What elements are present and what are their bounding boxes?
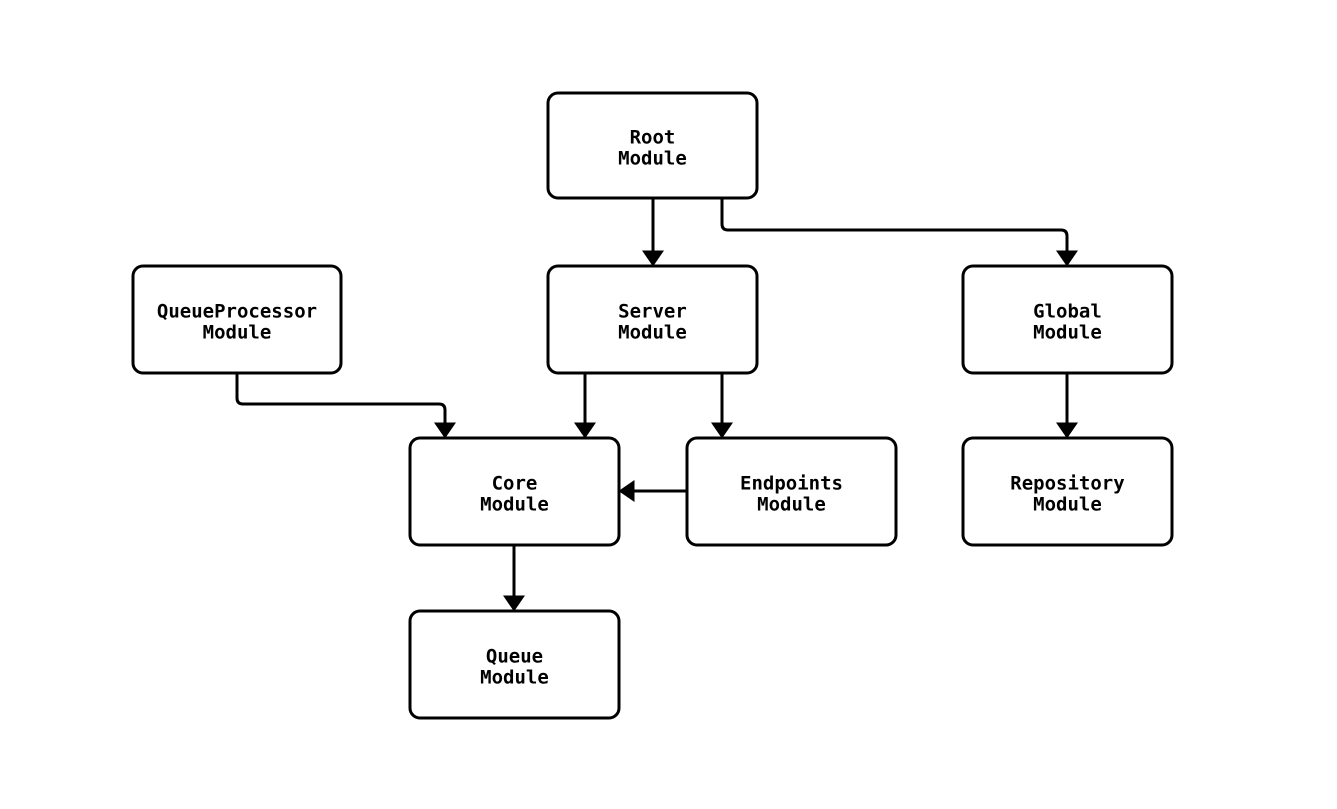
- node-box: [961, 436, 1174, 547]
- node-label-line1: Repository: [1010, 473, 1124, 495]
- node-label-line1: Root: [630, 127, 676, 149]
- node-label-line1: Queue: [486, 646, 543, 668]
- node-label-line2: Module: [1033, 322, 1102, 344]
- node-box: [685, 436, 898, 547]
- node-label-line2: Module: [203, 322, 272, 344]
- edge-queueprocessor-to-core: [235, 373, 456, 439]
- node-box: [546, 91, 759, 200]
- node-box: [131, 264, 343, 375]
- node-label-line1: QueueProcessor: [157, 301, 317, 323]
- node-label-line1: Global: [1033, 301, 1102, 323]
- edge-root-to-global: [720, 198, 1078, 267]
- node-label-line1: Endpoints: [740, 473, 843, 495]
- node-label-line2: Module: [1033, 494, 1102, 516]
- node-box: [408, 609, 621, 720]
- node-label-line2: Module: [618, 322, 687, 344]
- node-label-line1: Server: [618, 301, 687, 323]
- edges-layer: [235, 198, 1078, 612]
- node-label-line2: Module: [618, 148, 687, 170]
- node-label-line2: Module: [480, 494, 549, 516]
- node-label-line2: Module: [480, 667, 549, 689]
- node-box: [961, 264, 1174, 375]
- node-label-line2: Module: [757, 494, 826, 516]
- node-box: [546, 264, 759, 375]
- node-box: [408, 436, 621, 547]
- node-label-line1: Core: [492, 473, 538, 495]
